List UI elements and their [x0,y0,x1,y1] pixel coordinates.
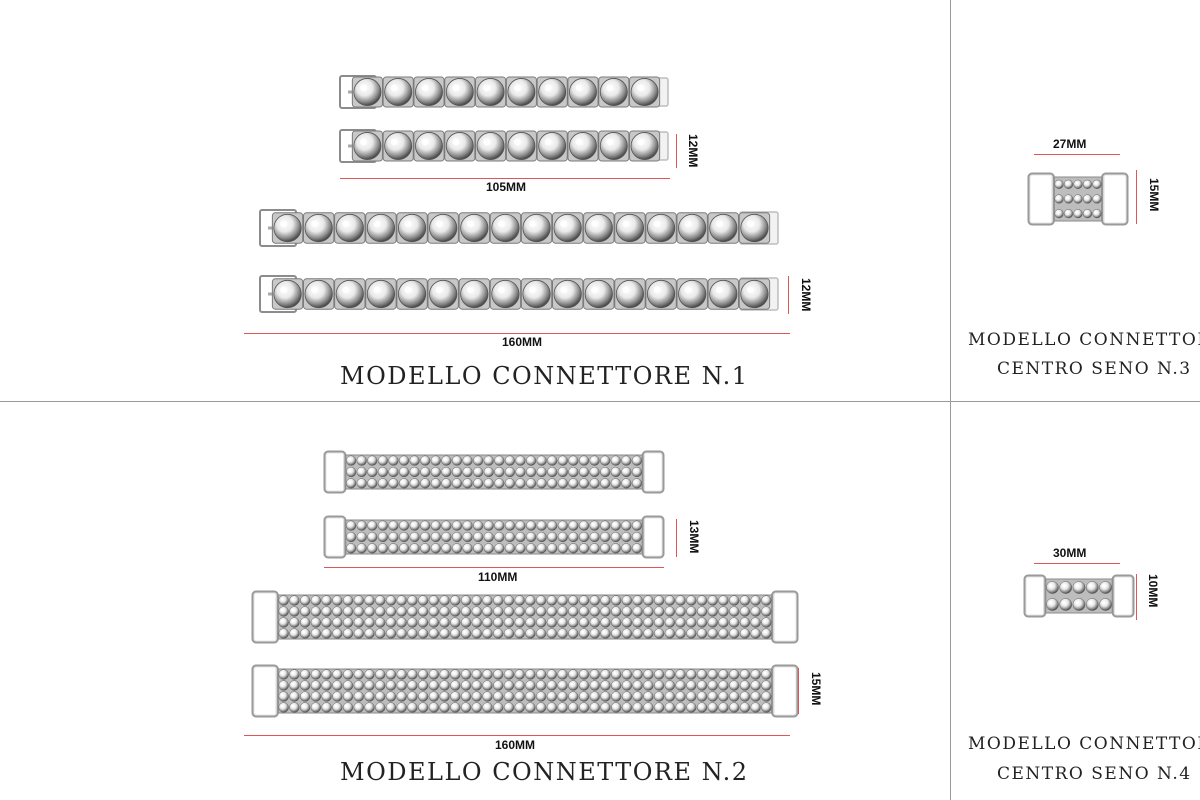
dimension-tick-n2-short-height [676,519,677,557]
model-2-title: MODELLO CONNETTORE N.2 [340,758,749,786]
connector-n1-long-b [259,275,779,313]
horizontal-divider [0,401,1200,402]
model-4-title-line2: CENTRO SENO N.4 [997,764,1192,784]
model-3-title-line2: CENTRO SENO N.3 [997,359,1192,379]
dimension-n4-width: 30MM [1053,546,1087,560]
dimension-tick-n1-short-height [676,134,677,168]
dimension-n1-long-height: 12MM [799,278,813,312]
model-1-title: MODELLO CONNETTORE N.1 [340,362,749,390]
dimension-n2-short-width: 110MM [478,570,518,584]
connector-n1-long-a [259,209,779,247]
vertical-divider [950,0,951,800]
dimension-line-n2-long [244,735,790,736]
dimension-tick-n3-height [1136,170,1137,224]
model-4-title-line1: MODELLO CONNETTORE [968,734,1200,754]
dimension-n1-long-width: 160MM [502,335,543,349]
dimension-n1-short-width: 105MM [486,180,527,194]
dimension-tick-n4-height [1136,574,1137,620]
connector-n2-short-a [323,450,665,494]
dimension-n2-long-height: 15MM [809,672,823,706]
dimension-n2-long-width: 160MM [495,738,536,752]
dimension-line-n4-width [1034,563,1120,564]
dimension-n3-height: 15MM [1147,178,1161,212]
dimension-tick-n2-long-height [798,668,799,714]
dimension-line-n2-short [324,567,664,568]
connector-n2-long-b [251,664,799,718]
connector-n1-short-b [339,129,669,163]
model-3-title-line1: MODELLO CONNETTORE [968,330,1200,350]
connector-n4-center [1023,574,1135,618]
connector-n1-short-a [339,75,669,109]
dimension-line-n1-short [340,178,670,179]
connector-n3-center [1027,172,1129,226]
dimension-line-n1-long [244,333,790,334]
dimension-n1-short-height: 12MM [686,134,700,168]
dimension-n2-short-height: 13MM [687,520,701,554]
dimension-line-n3-width [1034,154,1120,155]
dimension-n3-width: 27MM [1053,137,1087,151]
dimension-tick-n1-long-height [788,276,789,314]
connector-n2-long-a [251,590,799,644]
dimension-n4-height: 10MM [1146,574,1160,608]
connector-n2-short-b [323,515,665,559]
